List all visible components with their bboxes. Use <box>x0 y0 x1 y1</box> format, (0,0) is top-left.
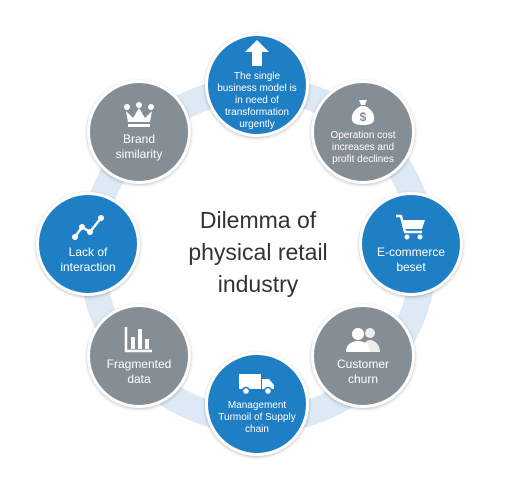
node-operation-cost-label: Operation cost increases and profit decl… <box>330 130 396 165</box>
node-fragmented-data: Fragmented data <box>87 304 191 408</box>
bar-chart-icon <box>124 327 152 353</box>
node-lack-of-interaction-label: Lack of interaction <box>60 245 116 274</box>
node-e-commerce: E-commerce beset <box>359 192 463 296</box>
up-arrow-icon <box>245 40 269 66</box>
users-icon <box>346 328 380 352</box>
node-supply-chain-label: Management Turmoil of Supply chain <box>218 400 296 435</box>
node-operation-cost: $ Operation cost increases and profit de… <box>311 80 415 184</box>
node-brand-similarity-label: Brand similarity <box>115 132 163 161</box>
node-transformation: The single business model is in need of … <box>205 33 309 137</box>
line-graph-icon <box>72 215 104 240</box>
node-transformation-label: The single business model is in need of … <box>217 71 297 130</box>
node-fragmented-data-label: Fragmented data <box>106 357 172 386</box>
center-title-line-1: Dilemma of <box>199 207 317 233</box>
node-lack-of-interaction: Lack of interaction <box>36 192 140 296</box>
truck-icon <box>239 374 274 396</box>
money-bag-icon: $ <box>351 100 375 125</box>
center-title-line-2: physical retail <box>188 239 328 265</box>
svg-text:$: $ <box>360 110 367 124</box>
crown-icon <box>124 102 154 127</box>
center-title-line-3: industry <box>217 271 299 297</box>
center-title: Dilemma of physical retail industry <box>148 204 368 300</box>
shopping-cart-icon <box>396 214 425 240</box>
node-supply-chain: Management Turmoil of Supply chain <box>205 352 309 456</box>
node-customer-churn-label: Customer churn <box>336 357 389 386</box>
node-customer-churn: Customer churn <box>311 304 415 408</box>
node-brand-similarity: Brand similarity <box>87 80 191 184</box>
node-e-commerce-label: E-commerce beset <box>376 245 445 274</box>
